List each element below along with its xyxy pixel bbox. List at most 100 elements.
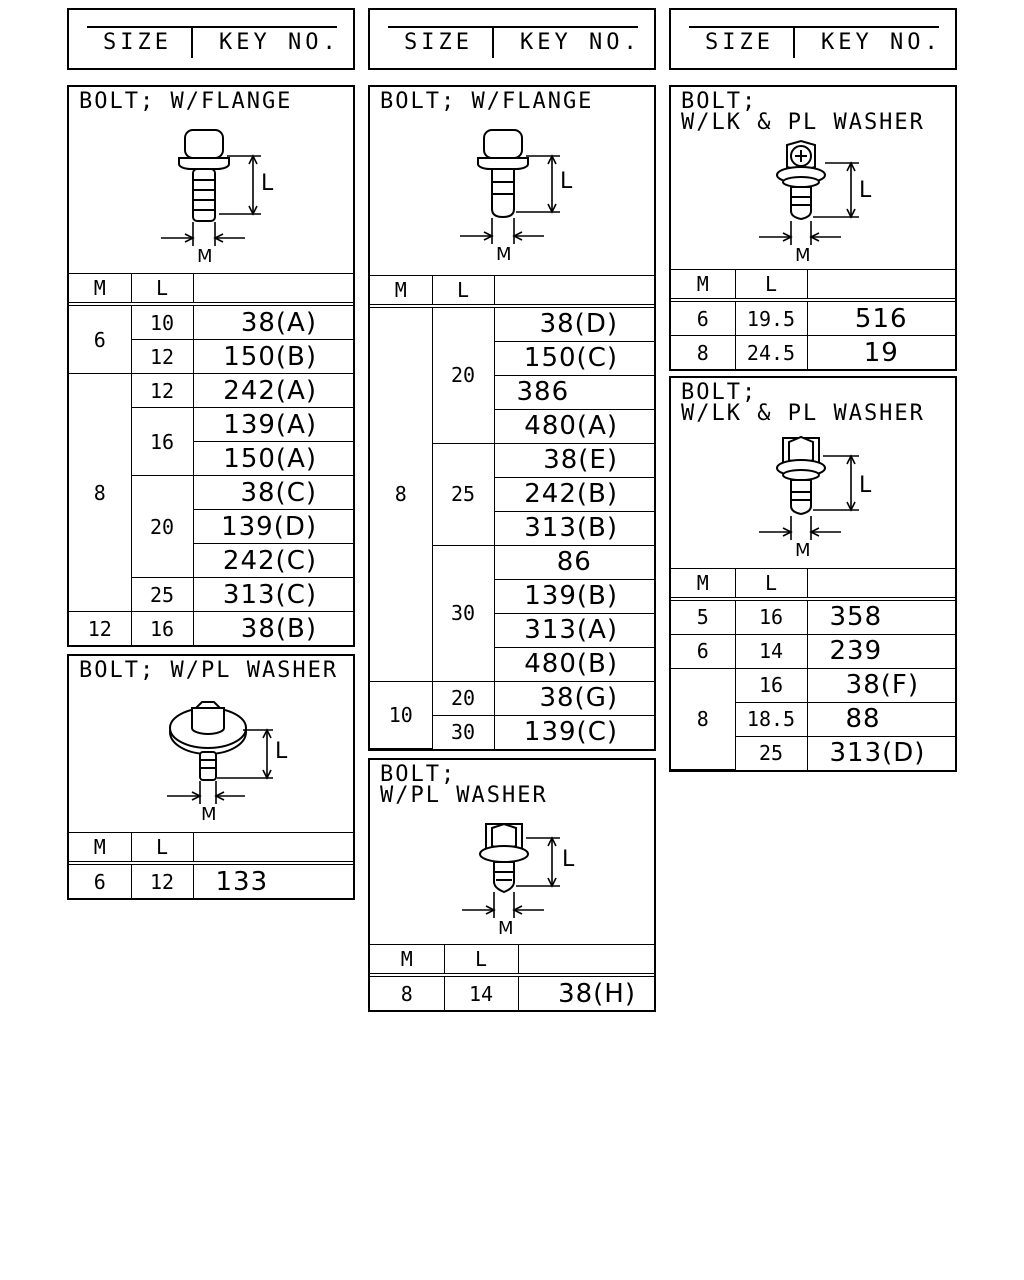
panel-title: BOLT; W/LK & PL WASHER [681, 89, 925, 135]
parts-table: M L 6 12 133 [69, 832, 353, 898]
cell-m: 10 [370, 680, 433, 749]
diameter-label: M [795, 245, 811, 265]
cell-m: 6 [69, 303, 132, 374]
table-row: 480(A) [370, 408, 654, 444]
cell-key: 38(F) [806, 667, 955, 703]
table-row: 150(C) [370, 340, 654, 376]
table-header-row: M L [671, 269, 955, 302]
cell-key: 38(C) [192, 475, 353, 510]
cell-l: 30 [432, 544, 495, 682]
parts-table: M L 5 16 358 6 14 239 8 16 38(F) 18.5 88… [671, 567, 955, 771]
cell-key: 242(B) [494, 476, 654, 512]
size-header-col1: SIZE KEY NO. [67, 8, 355, 70]
cell-key: 139(A) [192, 407, 353, 442]
cell-l: 16 [734, 598, 808, 635]
panel-bolt-lk-pl-washer-2: BOLT; W/LK & PL WASHER L M M L 5 [669, 376, 957, 772]
table-row: 10 20 38(G) [370, 680, 654, 749]
cell-l: 14 [734, 633, 808, 669]
cell-key: 313(C) [192, 577, 353, 612]
header-l: L [443, 944, 519, 977]
parts-table: M L 6 10 38(A) 12 150(B) 8 12 242(A) 16 … [69, 273, 353, 645]
flange-bolt-icon: L M [460, 129, 573, 265]
cell-l: 16 [734, 667, 808, 703]
cell-l: 30 [432, 714, 495, 749]
header-l: L [734, 269, 808, 302]
table-row: 6 14 239 [671, 633, 955, 669]
phillips-washer-bolt-icon: L M [759, 139, 872, 265]
cell-key: 480(B) [494, 646, 654, 682]
cell-m: 8 [671, 667, 736, 770]
panel-title: BOLT; W/FLANGE [79, 89, 293, 114]
header-m: M [370, 944, 445, 977]
header-m: M [69, 832, 132, 865]
table-row: 6 12 133 [69, 862, 353, 898]
table-row: 480(B) [370, 646, 654, 682]
cell-l: 19.5 [734, 299, 808, 336]
hex-lk-washer-bolt-icon: L M [759, 435, 872, 561]
header-m: M [671, 269, 736, 302]
panel-bolt-lk-pl-washer-1: BOLT; W/LK & PL WASHER L M M L [669, 85, 957, 371]
length-label: L [859, 473, 872, 498]
panel-title: BOLT; W/PL WASHER [79, 658, 339, 683]
header-l: L [431, 274, 495, 308]
header-l: L [734, 567, 808, 601]
cell-key: 38(A) [192, 303, 353, 340]
diameter-label: M [496, 244, 512, 265]
panel-bolt-pl-washer-2: BOLT; W/PL WASHER L M M L 8 14 [368, 758, 656, 1012]
table-row: 30 139(C) [370, 714, 654, 749]
cell-l: 20 [431, 305, 495, 444]
cell-key: 38(E) [493, 442, 654, 478]
cell-key: 480(A) [494, 408, 654, 444]
cell-m: 6 [671, 633, 736, 669]
cell-l: 14 [443, 974, 519, 1010]
cell-m: 12 [69, 611, 132, 645]
cell-key: 38(H) [517, 974, 654, 1010]
length-label: L [261, 171, 274, 196]
header-divider [492, 28, 494, 58]
panel-bolt-flange-2: BOLT; W/FLANGE L M M L 8 20 38(D) [368, 85, 656, 751]
cell-key: 313(B) [494, 510, 654, 546]
table-row: 242(B) [370, 476, 654, 512]
table-row: 8 14 38(H) [370, 974, 654, 1010]
panel-bolt-pl-washer-1: BOLT; W/PL WASHER L M M L 6 [67, 654, 355, 900]
cell-l: 20 [131, 475, 194, 578]
table-row: 25 313(C) [69, 577, 353, 612]
cell-key: 242(C) [193, 543, 353, 578]
size-header-col2: SIZE KEY NO. [368, 8, 656, 70]
table-row: 25 313(D) [671, 735, 955, 770]
length-label: L [562, 847, 575, 872]
cell-key: 313(A) [494, 612, 654, 648]
cell-m: 5 [671, 598, 736, 635]
cell-l: 12 [131, 339, 194, 374]
cell-l: 12 [130, 862, 194, 898]
table-row: 12 16 38(B) [69, 611, 353, 645]
diameter-label: M [201, 804, 217, 824]
cell-key: 38(D) [493, 305, 654, 342]
cell-key: 313(D) [806, 735, 955, 770]
cell-m: 8 [69, 373, 132, 612]
cell-l: 10 [130, 303, 194, 340]
table-row: 6 19.5 516 [671, 299, 955, 336]
panel-title: BOLT; W/LK & PL WASHER [681, 380, 925, 426]
panel-bolt-flange-1: BOLT; W/FLANGE L M M L 6 10 3 [67, 85, 355, 647]
cell-key: 19 [806, 335, 955, 369]
key-no-label: KEY NO. [520, 30, 641, 55]
table-row: 150(A) [69, 441, 353, 476]
diameter-label: M [498, 918, 514, 939]
table-row: 8 24.5 19 [671, 335, 955, 369]
table-row: 16 139(A) [69, 407, 353, 476]
cell-l: 20 [431, 680, 495, 716]
header-l: L [130, 832, 194, 865]
cell-key: 38(B) [192, 611, 353, 645]
cell-l: 16 [131, 407, 194, 476]
size-label: SIZE [404, 30, 473, 55]
table-row: 242(C) [69, 543, 353, 578]
parts-table: M L 8 20 38(D) 150(C) 386 480(A) 25 38(E… [370, 274, 654, 750]
cell-m: 6 [671, 299, 736, 336]
header-rule [388, 26, 638, 28]
cell-key: 38(G) [493, 680, 654, 716]
cell-key: 358 [806, 598, 955, 635]
cell-key: 516 [806, 299, 955, 336]
cell-l: 25 [131, 577, 194, 612]
diameter-label: M [795, 540, 811, 561]
